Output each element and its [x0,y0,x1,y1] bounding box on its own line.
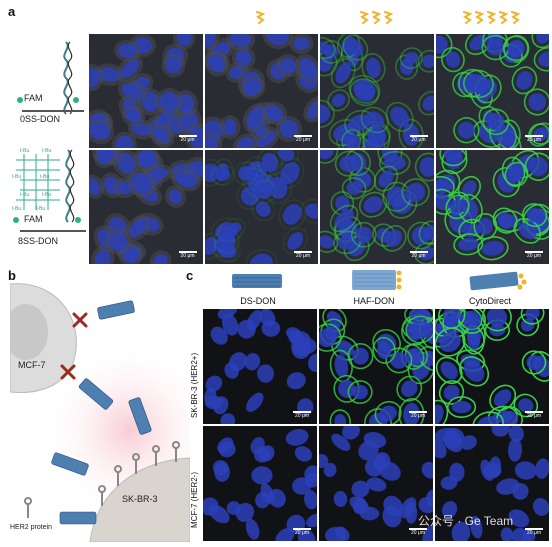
ligand-glyph-icon [383,11,393,24]
panel-a-micrograph-r1-c4: 20 μm [434,33,550,149]
scale-bar: 20 μm [178,251,197,259]
panel-c-micrograph-r1-c2: 20 μm [318,308,434,425]
column-cytodirect: CytoDirect [468,296,511,306]
binding-schematic [4,283,220,543]
scale-bar: 20 μm [409,411,427,419]
panel-b-illustration: MCF-7 SK-BR-3 HER2 protein [4,280,220,543]
8ss-don-diagram [13,149,86,232]
scale-bar: 20 μm [525,411,543,419]
panel-c-micrograph-grid: 20 μm 20 μm 20 μm 20 μm 20 μm 20 μm [202,308,550,542]
panel-c-micrograph-r2-c1: 20 μm [202,425,318,542]
scale-bar: 20 μm [409,251,428,259]
panel-c-micrograph-r1-c1: 20 μm [202,308,318,425]
panel-c-letter: c [186,268,194,283]
panel-a-column-headers [88,6,548,32]
her2-label: HER2 protein [10,524,53,531]
ligand-glyph-icon [256,11,266,24]
mod-label-1: t-Bu [20,148,30,154]
fam-label-2: FAM [24,214,43,224]
ligand-glyph-icon [511,11,521,24]
haf-don-structure-icon [352,270,402,290]
panel-a-micrograph-r1-c2: 20 μm [203,33,319,149]
panel-c-micrograph-r2-c2: 20 μm [318,425,434,542]
scale-bar: 20 μm [178,135,197,143]
cytodirect-structure-icon [469,271,527,291]
scale-bar: 20 μm [294,135,312,143]
panel-a-micrograph-r2-c3: 20 μm [319,149,435,265]
ligand-glyph-icon [475,11,485,24]
ligand-glyph-icon [359,11,369,24]
skbr3-label: SK-BR-3 [122,494,158,504]
mcf7-label: MCF-7 [18,360,46,370]
panel-b-letter: b [8,268,16,283]
ligand-glyph-icon [499,11,509,24]
mod-label-8: t-Bu [36,206,46,212]
ligand-glyph-icon [463,11,473,24]
mod-label-5: t-Bu [20,192,30,198]
panel-a-micrograph-r2-c1: 20 μm [88,149,204,265]
panel-a-micrograph-r2-c2: 20 μm [203,149,319,265]
scale-bar: 20 μm [525,528,543,536]
ds-don-structure-icon [232,274,282,288]
panel-c-column-headers: DS-DON HAF-DON CytoDirect [200,268,550,308]
mod-label-3: t-Bu [12,174,22,180]
panel-a-micrograph-grid: 20 μm 20 μm 20 μm 20 μm 20 μm 20 μm 20 μm 20 μm [88,33,550,265]
scale-bar: 20 μm [525,135,543,143]
0ss-don-schematic: FAM 0SS-DON [12,30,88,142]
scale-bar: 20 μm [293,528,311,536]
panel-c-micrograph-r1-c3: 20 μm [434,308,550,425]
watermark-text: 公众号 · Ge Team [418,514,514,528]
panel-a-micrograph-r1-c1: 20 μm [88,33,204,149]
8ss-don-label: 8SS-DON [18,236,59,246]
scale-bar: 20 μm [409,135,428,143]
mod-label-6: t-Bu [42,192,52,198]
ligand-glyph-icon [487,11,497,24]
8ss-don-schematic: t-Bu t-Bu t-Bu t-Bu t-Bu t-Bu t-Bu t-Bu … [6,146,90,258]
panel-c-micrograph-r2-c3: 20 μm [434,425,550,542]
0ss-don-label: 0SS-DON [20,114,61,124]
fam-label: FAM [24,93,43,103]
row-mcf7: MCF-7 (HER2-) [190,472,199,528]
panel-a-micrograph-r1-c3: 20 μm [319,33,435,149]
scale-bar: 20 μm [409,528,427,536]
scale-bar: 20 μm [293,411,311,419]
scale-bar: 20 μm [294,251,312,259]
mod-label-7: t-Bu [12,206,22,212]
column-haf-don: HAF-DON [353,296,395,306]
column-ds-don: DS-DON [240,296,276,306]
0ss-don-diagram [17,41,84,115]
panel-a-micrograph-r2-c4: 20 μm [434,149,550,265]
mod-label-4: t-Bu [40,174,50,180]
panel-a-letter: a [8,4,16,19]
scale-bar: 20 μm [525,251,543,259]
row-skbr3: SK-BR-3 (HER2+) [190,352,199,418]
ligand-glyph-icon [371,11,381,24]
mod-label-2: t-Bu [42,148,52,154]
